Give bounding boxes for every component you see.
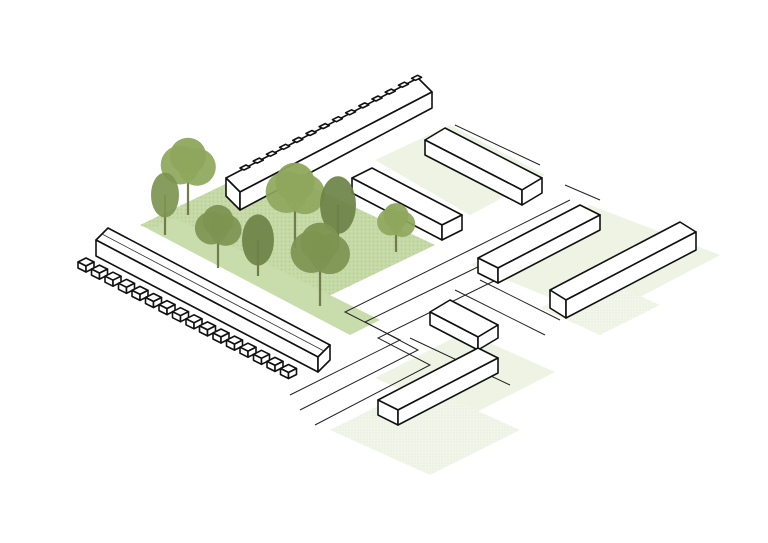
dormer-icon — [305, 129, 317, 137]
tree-icon — [265, 162, 325, 248]
dormer-icon — [252, 157, 265, 164]
dormer-icon — [239, 164, 251, 171]
tree-icon — [194, 204, 242, 268]
tree-icon — [290, 222, 350, 306]
park-trees — [151, 137, 416, 306]
garage-icon — [239, 342, 257, 359]
garage-icon — [266, 356, 284, 373]
dormer-icon — [318, 122, 331, 130]
garage-icon — [171, 306, 190, 323]
row-house-d — [549, 221, 697, 319]
garage-icon — [104, 271, 122, 288]
dormer-icon — [344, 109, 357, 116]
garage-icon — [90, 264, 109, 280]
road-edge-5 — [454, 124, 541, 166]
terrace-building-north — [225, 74, 433, 211]
dormer-icon — [331, 115, 344, 123]
dormer-icon — [291, 136, 304, 144]
road-edge-6 — [479, 279, 561, 321]
tree-icon — [242, 214, 274, 276]
road-edge-7 — [454, 289, 546, 336]
garage-row — [77, 257, 298, 380]
dormer-icon — [384, 88, 397, 95]
dormer-icon — [278, 143, 291, 151]
dormer-icon — [397, 81, 410, 88]
row-house-f — [377, 347, 499, 426]
tree-icon — [151, 172, 179, 235]
row-house-e — [429, 299, 499, 351]
hatched-plaza-east — [540, 278, 660, 335]
row-house-c — [477, 204, 601, 284]
terrace-building-west — [95, 227, 331, 373]
garage-icon — [279, 363, 298, 380]
dormer-icon — [357, 102, 370, 109]
park-lawn — [140, 165, 435, 305]
garage-icon — [252, 349, 271, 366]
tree-icon — [377, 203, 416, 252]
row-house-b — [424, 127, 543, 206]
garage-icon — [212, 328, 230, 344]
road-edge-4 — [564, 184, 601, 201]
dormer-icon — [410, 74, 423, 82]
tree-icon — [160, 137, 216, 215]
dormer-icon — [265, 150, 278, 157]
road-edge-1 — [289, 199, 571, 396]
garage-icon — [131, 285, 149, 302]
lawn-strip-west — [150, 218, 380, 335]
dormer-icon — [371, 95, 383, 102]
